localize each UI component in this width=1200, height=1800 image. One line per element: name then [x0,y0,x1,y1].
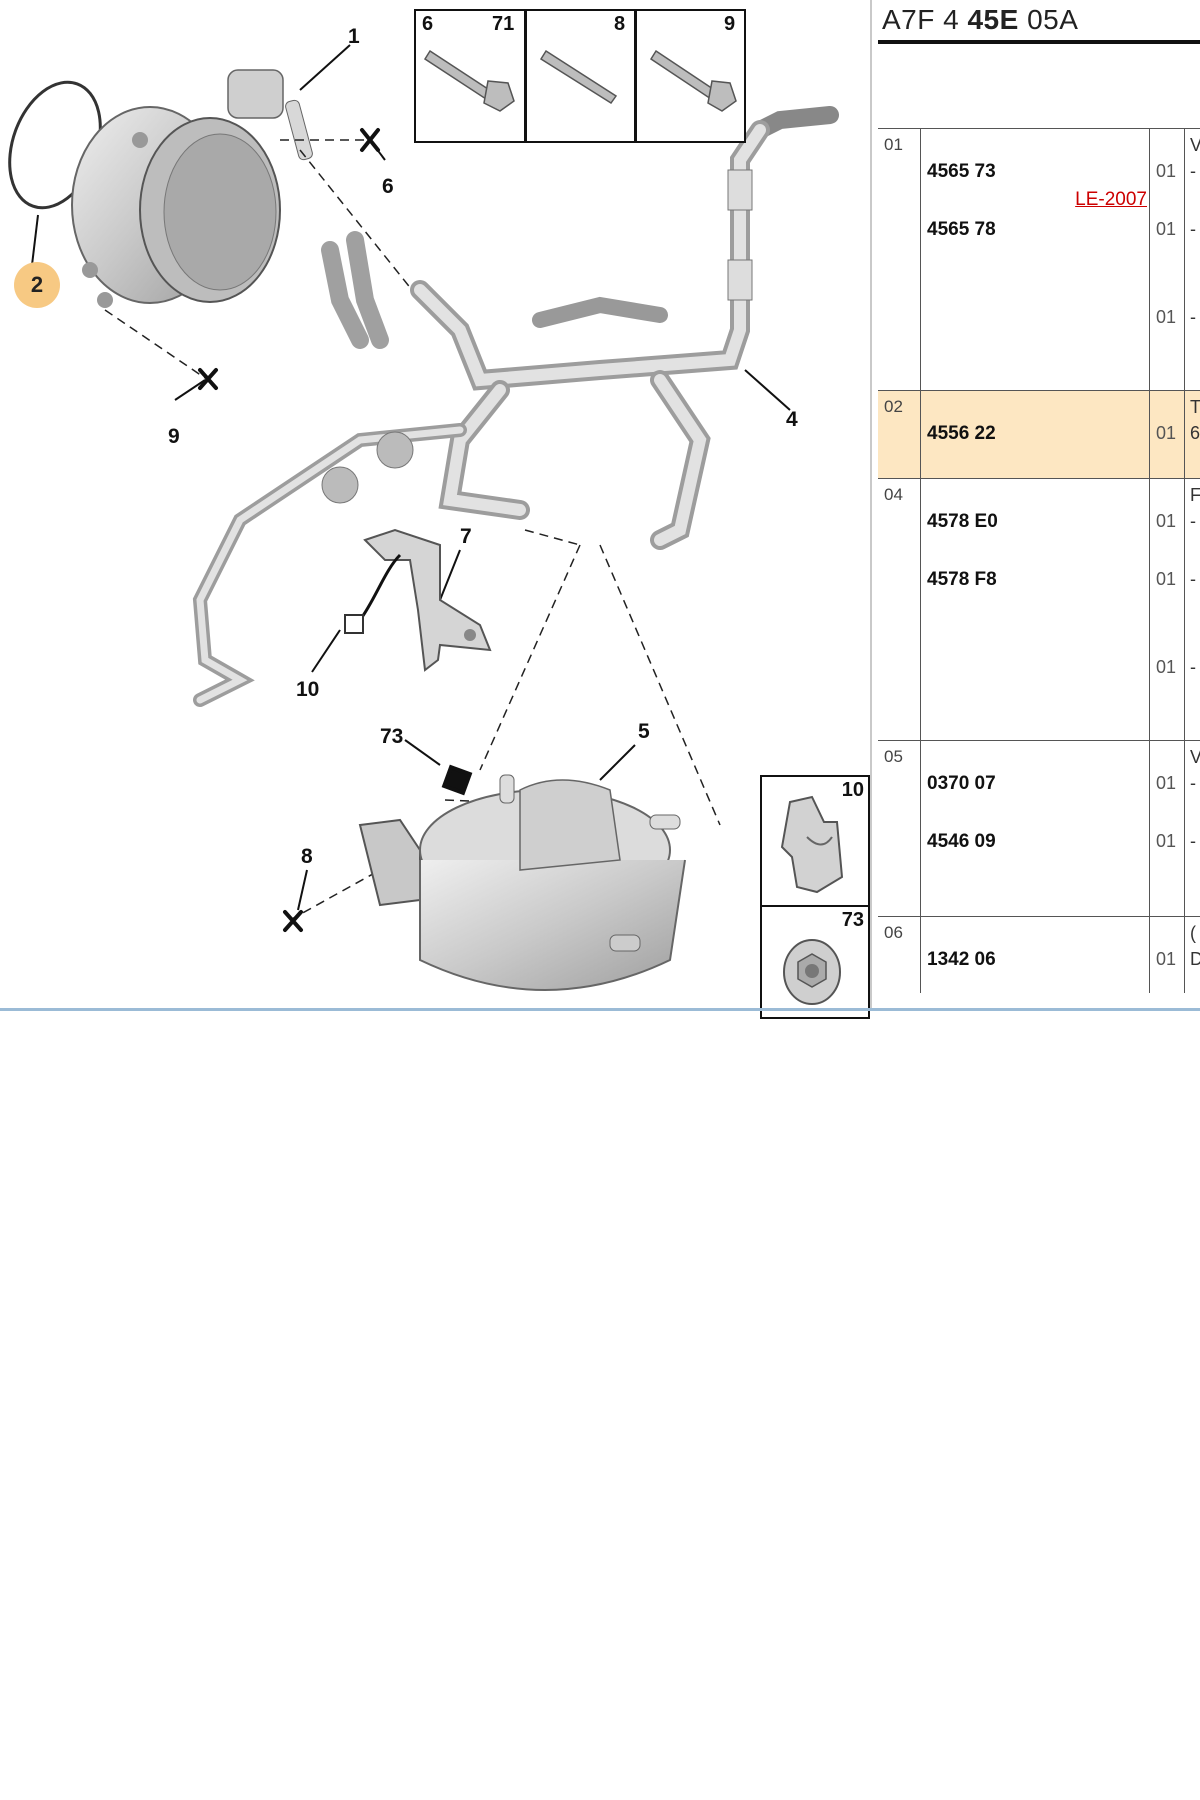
qty: 01 [1156,657,1177,677]
part-ref[interactable]: 4578 E0 [927,511,998,532]
callout-9[interactable]: 9 [168,425,180,448]
desc: - [1190,219,1196,239]
qty-cell: 01 01 01 [1149,128,1185,391]
qty: 01 [1156,511,1177,531]
qty: 01 [1156,307,1177,327]
title-rule [878,40,1200,44]
clip-inset-box: 10 [760,775,870,907]
qty: 01 [1156,569,1177,589]
callout-1[interactable]: 1 [348,25,360,48]
ref-cell: 4556 22 [920,390,1150,479]
group-number: 02 [878,390,921,479]
group-number: 06 [878,916,921,993]
callout-4[interactable]: 4 [786,408,798,431]
qty: 01 [1156,773,1177,793]
ref-cell: 1342 06 [920,916,1150,993]
diagram-artwork [8,44,839,991]
qty-cell: 01 01 01 [1149,478,1185,741]
desc: - [1190,569,1196,589]
inset-label-9: 9 [724,13,736,35]
fastener-markers [198,128,473,932]
callout-7[interactable]: 7 [460,525,472,548]
parts-group-05[interactable]: 05 0370 07 4546 09 01 01 V - - [878,740,1200,917]
desc-cell: V - - [1184,740,1200,917]
part-ref[interactable]: 4565 73 [927,161,996,182]
group-number: 01 [878,128,921,391]
desc-cell: F - - - [1184,478,1200,741]
nut-inset-box: 73 [760,905,870,1019]
part-ref[interactable]: 4578 F8 [927,569,997,590]
qty-cell: 01 [1149,916,1185,993]
desc: D [1190,949,1200,969]
desc: - [1190,657,1196,677]
inset-label-8: 8 [614,13,626,35]
group-number: 05 [878,740,921,917]
vacuum-pump-icon[interactable] [71,69,314,308]
inset-label-6: 6 [422,13,434,35]
leader-lines [31,44,791,911]
parts-list-panel: A7F 4 45E 05A 01 4565 73 LE-2007 4565 78… [878,0,1200,1008]
title-suffix: 05A [1018,4,1079,35]
part-ref[interactable]: 0370 07 [927,773,996,794]
diagram-code-title: A7F 4 45E 05A [882,4,1078,36]
desc-head: V [1190,747,1200,767]
inset-label-10: 10 [841,779,864,801]
parts-group-02-selected[interactable]: 02 4556 22 01 T 6 [878,390,1200,479]
desc-head: F [1190,485,1200,505]
qty: 01 [1156,831,1177,851]
callout-73[interactable]: 73 [380,725,404,748]
title-prefix: A7F 4 [882,4,968,35]
date-tag-link[interactable]: LE-2007 [1075,189,1147,210]
vacuum-reservoir-icon[interactable] [358,774,686,991]
desc-head: T [1190,397,1200,417]
qty-cell: 01 [1149,390,1185,479]
parts-group-04[interactable]: 04 4578 E0 4578 F8 01 01 01 F - - - [878,478,1200,741]
qty: 01 [1156,949,1177,969]
clip-icon[interactable] [762,777,868,905]
callout-2-selected-badge[interactable]: 2 [14,262,60,308]
desc-cell: ( D [1184,916,1200,993]
inset-label-71: 71 [492,13,515,35]
desc: - [1190,307,1196,327]
parts-table: 01 4565 73 LE-2007 4565 78 01 01 01 V - … [878,128,1200,993]
bottom-rule [0,1008,1200,1011]
bracket-icon[interactable] [344,528,492,672]
part-ref[interactable]: 4546 09 [927,831,996,852]
bolt-inset-box: 6 71 8 9 [414,9,746,143]
desc: - [1190,161,1196,181]
callout-5[interactable]: 5 [638,720,650,743]
ref-cell: 4578 E0 4578 F8 [920,478,1150,741]
ref-cell: 0370 07 4546 09 [920,740,1150,917]
callout-6[interactable]: 6 [382,175,394,198]
group-number: 04 [878,478,921,741]
qty: 01 [1156,161,1177,181]
desc: - [1190,773,1196,793]
callout-10[interactable]: 10 [296,678,320,701]
qty: 01 [1156,423,1177,443]
desc-cell: T 6 [1184,390,1200,479]
inset-label-73: 73 [841,909,864,931]
qty-cell: 01 01 [1149,740,1185,917]
exploded-parts-diagram: 6 71 8 9 10 73 1 2 4 5 6 7 8 9 10 73 [0,0,870,1019]
ref-cell: 4565 73 LE-2007 4565 78 [920,128,1150,391]
desc: - [1190,511,1196,531]
nut-icon[interactable] [762,907,868,1017]
callout-8[interactable]: 8 [301,845,313,868]
desc-cell: V - - - [1184,128,1200,391]
qty: 01 [1156,219,1177,239]
part-ref[interactable]: 1342 06 [927,949,996,970]
bolt-icon[interactable] [416,11,744,141]
title-bold: 45E [967,4,1019,35]
parts-group-01[interactable]: 01 4565 73 LE-2007 4565 78 01 01 01 V - … [878,128,1200,391]
desc: - [1190,831,1196,851]
parts-group-06[interactable]: 06 1342 06 01 ( D [878,916,1200,993]
panel-divider [870,0,872,1010]
hose-assembly-icon[interactable] [192,106,839,707]
desc-head: V [1190,135,1200,155]
callout-2: 2 [30,272,44,297]
part-ref[interactable]: 4556 22 [927,423,996,444]
desc-head: ( [1190,923,1196,943]
part-ref[interactable]: 4565 78 [927,219,996,240]
desc: 6 [1190,423,1200,443]
